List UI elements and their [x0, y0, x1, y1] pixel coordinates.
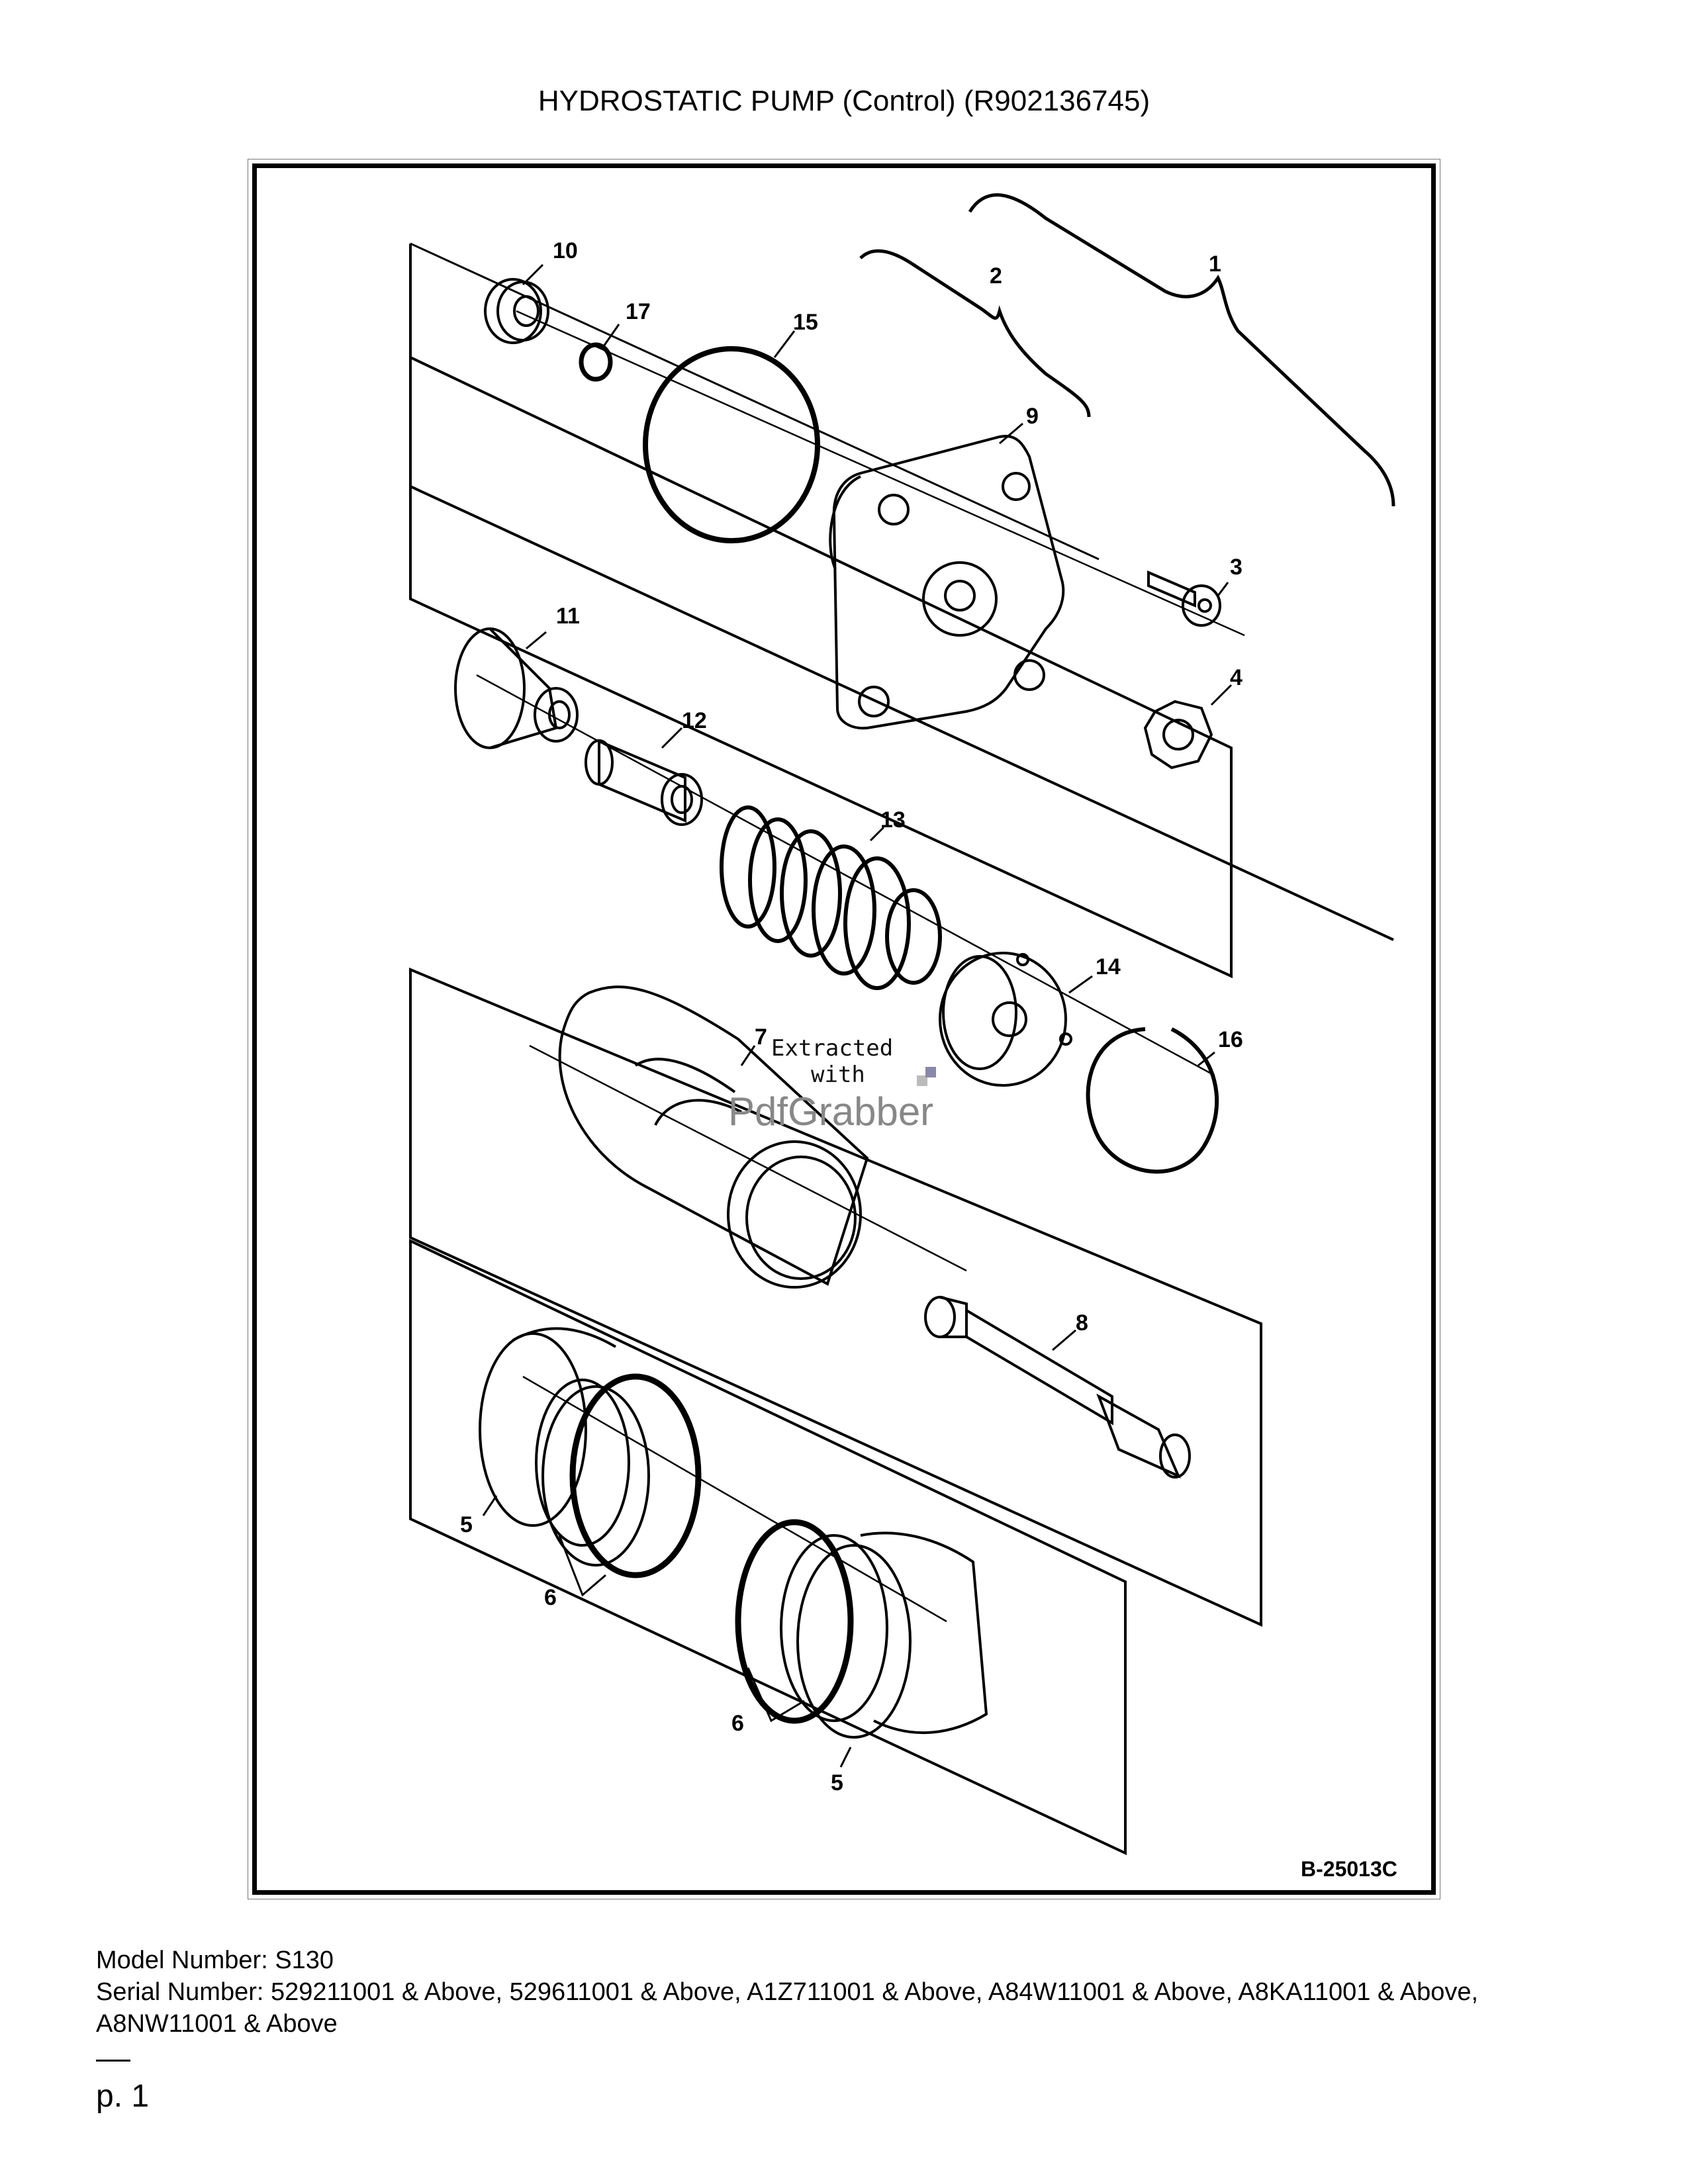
- panel-outline-middle: [409, 355, 1233, 979]
- callout-4: 4: [1230, 665, 1243, 690]
- callout-14: 14: [1096, 954, 1121, 979]
- page-number: p. 1: [96, 2079, 150, 2114]
- part-13-springs: [720, 805, 942, 990]
- part-4-hex-nut: [1143, 700, 1213, 770]
- part-5-6-ring-set-lower: [735, 1519, 988, 1739]
- callout-7: 7: [755, 1024, 767, 1050]
- panel-outline-lower: [409, 968, 1262, 1627]
- axis-line-top: [516, 310, 1245, 637]
- model-number: Model Number: S130: [96, 1946, 334, 1974]
- callout-10: 10: [553, 238, 578, 263]
- axis-line-bottom: [522, 1375, 947, 1623]
- part-14-spring-seat: [939, 952, 1072, 1087]
- callout-6-lower: 6: [731, 1711, 744, 1736]
- page-title: HYDROSTATIC PUMP (Control) (R902136745): [538, 85, 1150, 117]
- watermark-line1: Extracted: [771, 1035, 893, 1062]
- part-11-spring-seat: [454, 627, 579, 749]
- watermark-line2: with: [811, 1062, 865, 1088]
- callout-6-upper: 6: [544, 1585, 557, 1610]
- figure-id: B-25013C: [1301, 1857, 1397, 1881]
- callout-12: 12: [682, 708, 707, 733]
- axis-line-lower: [529, 1044, 967, 1272]
- callout-16: 16: [1218, 1027, 1243, 1052]
- callout-13: 13: [880, 807, 906, 833]
- watermark-logo-icon: [917, 1067, 936, 1086]
- part-17-small-oring: [579, 342, 613, 382]
- diagram-frame: [248, 159, 1440, 1899]
- pdfgrabber-watermark: Extracted with PdfGrabber: [728, 1035, 936, 1134]
- part-16-retaining-ring: [1086, 1027, 1219, 1174]
- callout-8: 8: [1076, 1310, 1088, 1336]
- part-15-large-oring: [643, 346, 820, 543]
- part-5-6-ring-set-upper: [479, 1327, 702, 1578]
- part-10-plug: [484, 278, 549, 344]
- callout-labels: 10 17 15 2 1 9 3 4 11 12 13 14 16 7 8 5 …: [460, 238, 1243, 1796]
- page-separator: [96, 2060, 130, 2062]
- callout-15: 15: [793, 310, 818, 335]
- callout-11: 11: [556, 604, 580, 629]
- part-8-spool: [924, 1296, 1191, 1479]
- bracket-1: [968, 193, 1395, 507]
- watermark-brand: PdfGrabber: [728, 1089, 933, 1134]
- document-meta: Model Number: S130 Serial Number: 529211…: [96, 1944, 1618, 2040]
- part-7-sleeve: [558, 985, 869, 1289]
- callout-5-upper: 5: [460, 1512, 473, 1537]
- diagram-border: [252, 163, 1436, 1895]
- part-12-pin: [585, 739, 703, 826]
- leader-lines: [482, 263, 1233, 1768]
- bracket-2: [859, 249, 1091, 418]
- part-3-screw: [1147, 570, 1221, 627]
- panel-outline-bottom: [409, 1238, 1127, 1856]
- callout-5-lower: 5: [831, 1770, 843, 1796]
- axis-line-middle: [476, 674, 1215, 1077]
- callout-3: 3: [1230, 555, 1243, 580]
- part-9-cover-plate: [829, 435, 1065, 730]
- callout-1: 1: [1209, 251, 1221, 277]
- callout-9: 9: [1026, 404, 1039, 429]
- callout-2: 2: [990, 263, 1002, 289]
- serial-number: Serial Number: 529211001 & Above, 529611…: [96, 1978, 1479, 2038]
- callout-17: 17: [626, 299, 651, 324]
